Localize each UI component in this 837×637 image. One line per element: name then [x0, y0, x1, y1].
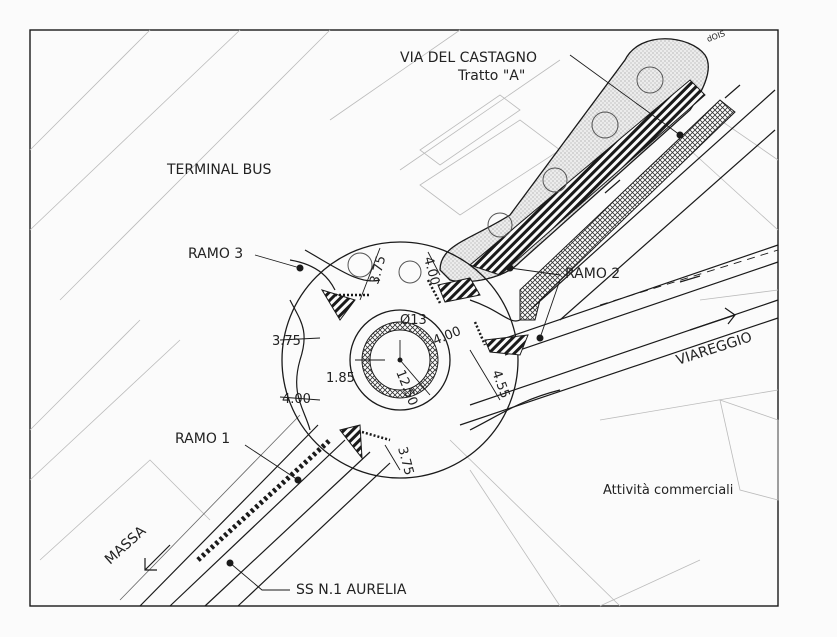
ramo2-splitter [484, 334, 529, 356]
ramo-3-label: RAMO 3 [188, 246, 243, 262]
background-lots [29, 29, 779, 607]
dim-west-ring: 4.00 [282, 392, 311, 407]
direction-arrows [144, 84, 741, 571]
terminal-bus-label: TERMINAL BUS [166, 162, 271, 178]
dim-north-entry: 4.00 [420, 255, 442, 287]
ramo1-splitter [339, 424, 363, 460]
massa-label: MASSA [102, 523, 150, 568]
ss-aurelia-road [119, 414, 391, 607]
approach-curves [289, 249, 561, 431]
ramo-2-label: RAMO 2 [565, 266, 620, 282]
via-del-castagno-label: VIA DEL CASTAGNO [400, 50, 537, 66]
dimension-lines [279, 247, 501, 471]
ss-aurelia-label: SS N.1 AURELIA [296, 582, 407, 598]
via-castagno-island [439, 38, 709, 283]
viareggio-road [459, 244, 779, 426]
tratto-a-label: Tratto "A" [457, 68, 525, 84]
ramo-1-label: RAMO 1 [175, 431, 230, 447]
dim-east-exit: 4.55 [488, 368, 512, 400]
castagno-hatched-divider [468, 79, 706, 276]
trees [347, 66, 664, 284]
give-way-lines [335, 279, 487, 442]
corner-code-label: dOIS [706, 29, 727, 44]
north-splitter [437, 277, 481, 303]
leader-dots [226, 131, 684, 567]
dim-south-exit: 3.75 [394, 445, 416, 477]
attivita-commerciali-label: Attività commerciali [603, 483, 733, 498]
dim-ramo3-width: 3.75 [367, 254, 389, 286]
dim-ramo3-left: 3.75 [272, 334, 301, 349]
dim-apron: 1.85 [326, 371, 355, 386]
viareggio-label: VIAREGGIO [674, 329, 754, 369]
ramo3-splitter [320, 289, 356, 321]
dim-island-diameter: Ø13 [400, 313, 427, 328]
label-leaders [229, 54, 681, 591]
